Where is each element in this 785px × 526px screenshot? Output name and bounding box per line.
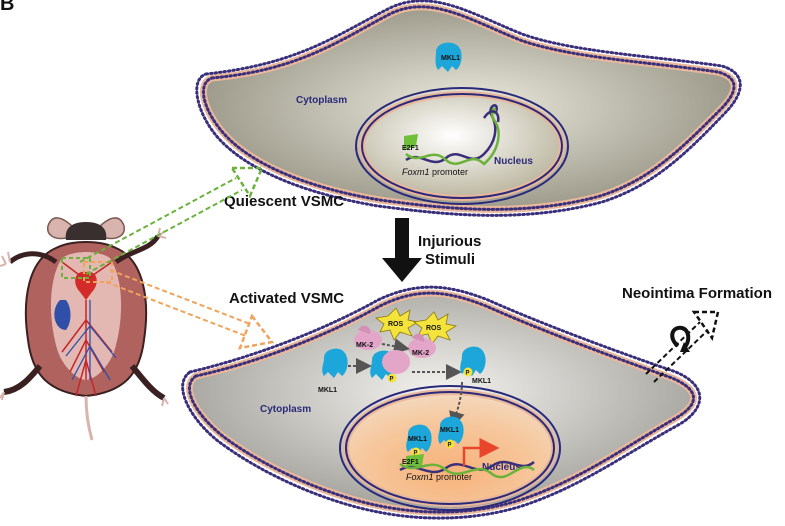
mkl1-label-2: MKL1	[472, 378, 491, 385]
mkl1-unphosphorylated: MKL1	[318, 348, 348, 394]
top-mkl1-protein: MKL1	[435, 42, 462, 72]
top-nucleus-label: Nucleus	[494, 156, 533, 167]
stimuli-line2: Stimuli	[425, 251, 475, 268]
activated-label: Activated VSMC	[229, 290, 344, 307]
neointima-label: Neointima Formation	[622, 285, 772, 302]
mkl1-phosphorylated: P MKL1	[460, 346, 491, 385]
phospho-label-2: P	[466, 371, 470, 377]
bottom-nucleus-label: Nucleus	[482, 462, 521, 473]
top-dna-helix	[405, 104, 500, 166]
e2f1-label: E2F1	[402, 459, 419, 466]
bottom-cytoplasm-label: Cytoplasm	[260, 404, 311, 415]
top-e2f1-label: E2F1	[402, 145, 419, 152]
ros-label-1: ROS	[388, 321, 404, 328]
mk2-label-2: MK-2	[412, 350, 429, 357]
mk2-label-1: MK-2	[356, 342, 373, 349]
mkl1-label-3: MKL1	[408, 436, 427, 443]
bottom-dna-helix	[399, 460, 535, 479]
top-e2f1-factor	[404, 134, 418, 150]
quiescent-cell: Cytoplasm Nucleus MKL1 E2F1 Foxm1 promot…	[195, 0, 742, 217]
nuclear-mkl1-e2f1-1: P MKL1 E2F1	[402, 424, 432, 468]
orange-dashed-arrow	[105, 269, 275, 350]
phospho-label-1: P	[390, 377, 394, 383]
ros-label-2: ROS	[426, 325, 442, 332]
mkl1-label-4: MKL1	[440, 427, 459, 434]
curved-arrow-icon	[670, 325, 691, 350]
activated-cell: Cytoplasm Nucleus ROS ROS MK-2 MK-2 MKL1	[181, 285, 702, 520]
stimuli-line1: Injurious	[418, 233, 481, 250]
ros-burst-1: ROS	[375, 307, 420, 341]
ros-burst-2: ROS	[413, 311, 458, 345]
neointima-arrow	[645, 310, 720, 383]
top-cytoplasm-label: Cytoplasm	[296, 95, 347, 106]
mouse-illustration	[0, 217, 169, 441]
transition-arrow	[382, 218, 422, 282]
top-mkl1-label: MKL1	[441, 55, 460, 62]
mkl1-label-1: MKL1	[318, 387, 337, 394]
transcription-arrow	[462, 438, 500, 466]
nuclear-mkl1-2: P MKL1	[438, 416, 464, 449]
panel-letter: B	[0, 0, 14, 15]
quiescent-label: Quiescent VSMC	[224, 193, 344, 210]
mk2-kinase-1: MK-2	[354, 325, 382, 350]
phospho-label-4: P	[448, 443, 452, 449]
bottom-promoter-label: Foxm1 promoter	[406, 472, 472, 482]
phospho-label-3: P	[414, 451, 418, 457]
mkl1-mk2-complex: P	[370, 350, 410, 383]
green-dashed-arrow	[79, 166, 264, 275]
mk2-kinase-2: MK-2	[408, 333, 436, 358]
top-promoter-label: Foxm1 promoter	[402, 167, 468, 177]
